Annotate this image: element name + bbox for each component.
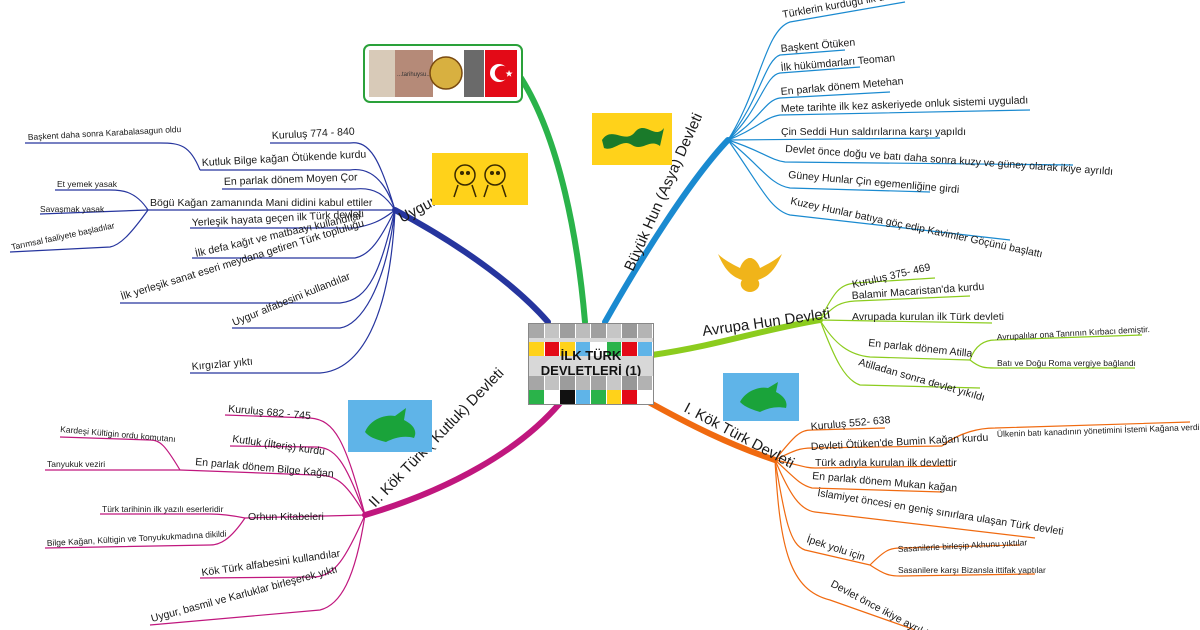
gokturk2-item-1[interactable]: Kutluk (İlteriş) kurdu (232, 432, 326, 458)
avrupa-hun-item-2[interactable]: Avrupada kurulan ilk Türk devleti (852, 311, 1004, 323)
gokturk2-flag (348, 400, 432, 452)
wolf-head-icon (740, 382, 787, 412)
avrupa-hun-child-lines (819, 277, 1143, 389)
flag-strip-bottom (529, 390, 653, 404)
branch-uygurlar[interactable] (392, 207, 551, 325)
gokturk1-sub-bumin-0[interactable]: Ülkenin batı kanadının yönetimini İstemi… (997, 422, 1200, 439)
gokturk1-item-2[interactable]: Türk adıyla kurulan ilk devlettir (815, 457, 957, 469)
buyuk-hun-item-4[interactable]: Mete tarihte ilk kez askeriyede onluk si… (781, 94, 1029, 115)
buyuk-hun-child-lines (727, 1, 1074, 241)
gokturk1-item-0[interactable]: Kuruluş 552- 638 (810, 414, 891, 433)
buyuk-hun-item-5[interactable]: Çin Seddi Hun saldırılarına karşı yapıld… (781, 126, 966, 138)
uygurlar-sub-kutluk-0[interactable]: Başkent daha sonra Karabalasagun oldu (28, 124, 182, 142)
branch-avrupa-hun[interactable] (649, 317, 823, 358)
collage-caption: ...tarihuysu... (397, 72, 432, 78)
branch-buyuk-hun[interactable] (602, 137, 731, 325)
uygurlar-sub-bogu-1[interactable]: Savaşmak yasak (40, 204, 105, 214)
buyuk-hun-item-2[interactable]: İlk hükümdarları Teoman (780, 51, 896, 74)
gokturk2-sub-bilge-0[interactable]: Kardeşi Kültigin ordu komutanı (60, 424, 176, 444)
gokturk1-sub-ipek-0[interactable]: Sasanilerle birleşip Akhunu yıktılar (898, 537, 1028, 554)
uygurlar-item-3[interactable]: Bögü Kağan zamanında Mani didini kabul e… (150, 197, 373, 209)
portrait-photo (464, 50, 484, 97)
collage-photo-books (369, 50, 395, 97)
portrait-strip-bottom (529, 376, 653, 390)
uygurlar-item-0[interactable]: Kuruluş 774 - 840 (272, 126, 356, 142)
buyuk-hun-item-0[interactable]: Türklerin kurduğu ilk devlet (781, 0, 907, 21)
avrupa-hun-sub-atilla-0[interactable]: Avrupalılar ona Tanrının Kırbacı demişti… (997, 324, 1151, 342)
crest-icon (429, 56, 463, 90)
gokturk1-child-lines (774, 421, 1191, 630)
branch-gokturk1[interactable] (642, 397, 778, 463)
gokturk1-item-4[interactable]: İslamiyet öncesi en geniş sınırlara ulaş… (817, 486, 1065, 538)
gokturk2-item-0[interactable]: Kuruluş 682 - 745 (228, 403, 312, 422)
central-topic[interactable]: İLK TÜRK DEVLETLERİ (1) (528, 323, 654, 405)
wolf-head-icon (365, 408, 416, 442)
buyuk-hun-item-8[interactable]: Kuzey Hunlar batıya göç edip Kavimler Gö… (789, 195, 1043, 260)
avrupa-hun-item-3[interactable]: En parlak dönem Atilla (868, 337, 973, 360)
branch-gokturk2[interactable] (362, 400, 563, 518)
image-collage[interactable]: ...tarihuysu... (363, 44, 523, 103)
dragon-icon (602, 128, 664, 149)
uygurlar-item-8[interactable]: Kırgızlar yıktı (191, 356, 253, 373)
collage-photo-desk (395, 50, 433, 97)
gokturk2-sub-bilge-1[interactable]: Tanyukuk veziri (47, 459, 105, 469)
branch-resim[interactable] (518, 75, 588, 325)
gokturk1-item-5[interactable]: İpek yolu için (805, 532, 867, 563)
central-title-line1: İLK TÜRK (560, 348, 622, 363)
gokturk1-item-6[interactable]: Devlet önce ikiye ayrıldı (829, 578, 933, 630)
eagle-icon (718, 254, 782, 292)
uygurlar-item-2[interactable]: En parlak dönem Moyen Çor (224, 171, 358, 188)
avrupa-hun-label[interactable]: Avrupa Hun Devleti (701, 305, 831, 340)
flag-strip-top (529, 342, 653, 356)
uygurlar-item-7[interactable]: Uygur alfabesini kullandılar (231, 270, 353, 329)
face-emblem-icon (453, 164, 507, 198)
gokturk2-sub-orhun-0[interactable]: Türk tarihinin ilk yazılı eserleridir (102, 504, 224, 514)
buyuk-hun-flag (592, 113, 672, 165)
gokturk1-item-1[interactable]: Devleti Ötüken'de Bumin Kağan kurdu (811, 432, 989, 453)
uygurlar-child-lines (9, 142, 396, 374)
avrupa-hun-sub-atilla-1[interactable]: Batı ve Doğu Roma vergiye bağlandı (997, 358, 1136, 368)
gokturk1-sub-ipek-1[interactable]: Sasanilere karşı Bizansla ittifak yaptıl… (898, 565, 1046, 575)
uygur-flag (432, 153, 528, 205)
portrait-strip-top (529, 324, 653, 338)
gokturk2-child-lines (44, 414, 366, 626)
central-title-line2: DEVLETLERİ (1) (540, 363, 642, 378)
avrupa-hun-item-4[interactable]: Atilladan sonra devlet yıkıldı (857, 356, 986, 404)
central-topic-title: İLK TÜRK DEVLETLERİ (1) (529, 348, 653, 378)
gokturk1-flag (723, 373, 799, 421)
buyuk-hun-item-7[interactable]: Güney Hunlar Çin egemenliğine girdi (788, 169, 960, 196)
gokturk2-item-3[interactable]: Orhun Kitabeleri (248, 511, 324, 523)
gokturk2-item-2[interactable]: En parlak dönem Bilge Kağan (195, 456, 335, 480)
uygurlar-item-1[interactable]: Kutluk Bilge kağan Ötükende kurdu (202, 148, 367, 169)
uygurlar-sub-bogu-0[interactable]: Et yemek yasak (57, 179, 118, 189)
